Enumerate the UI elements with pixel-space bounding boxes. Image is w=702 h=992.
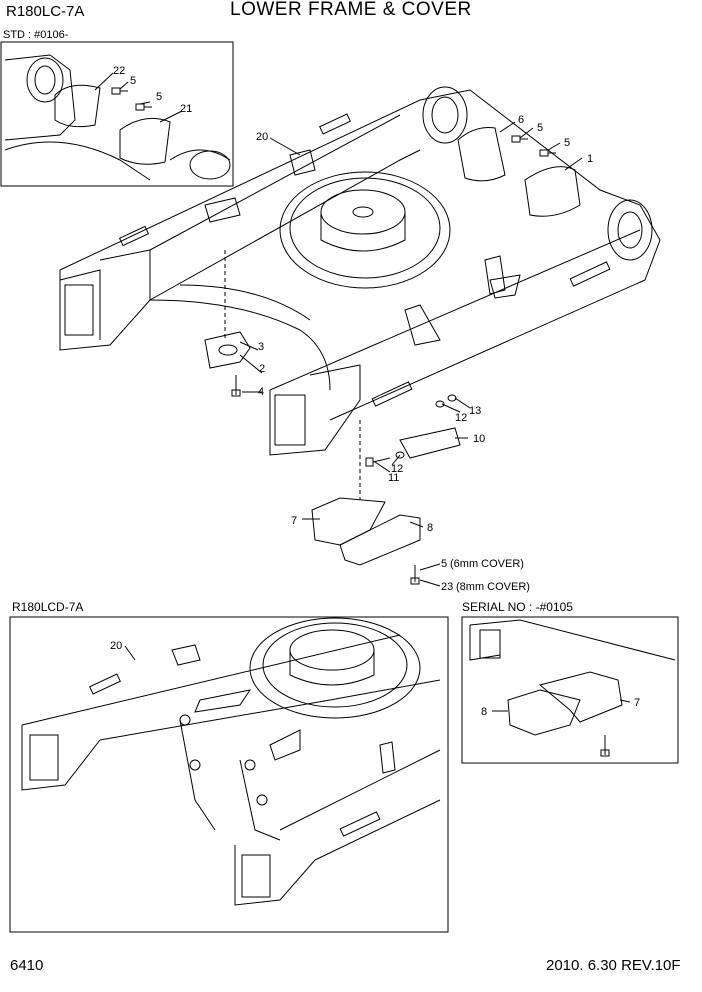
- std-inset-label: STD : #0106-: [3, 29, 69, 41]
- callout-12-a: 12: [455, 412, 467, 424]
- callout-13: 13: [469, 405, 481, 417]
- lcd-inset-drawing: [21, 617, 441, 906]
- lcd-inset-frame: [9, 616, 449, 933]
- callout-5-right-b: 5: [564, 137, 570, 149]
- serial-inset-frame: [461, 616, 679, 764]
- lcd-inset-label: R180LCD-7A: [12, 600, 84, 614]
- callout-10: 10: [473, 433, 485, 445]
- callout-12-b: 12: [391, 463, 403, 475]
- callout-22: 22: [113, 65, 125, 77]
- serial-inset-drawing: [124, 619, 676, 757]
- callout-23: 23: [441, 581, 453, 593]
- callout-8: 8: [427, 522, 433, 534]
- cover-6: [457, 127, 506, 182]
- swing-bearing: [279, 171, 451, 289]
- std-inset-drawing: [4, 54, 231, 181]
- note-6mm-cover: (6mm COVER): [450, 558, 524, 570]
- gasket-3: [204, 331, 251, 369]
- cover-22: [54, 84, 101, 128]
- main-lower-frame: [59, 86, 661, 456]
- callout-1: 1: [587, 153, 593, 165]
- bolt-group: [111, 87, 556, 585]
- callout-21: 21: [180, 103, 192, 115]
- callout-5-cover: 5: [441, 558, 447, 570]
- leader-lines: [94, 72, 583, 587]
- callout-6: 6: [518, 114, 524, 126]
- page-number: 6410: [10, 957, 44, 974]
- model-code: R180LC-7A: [6, 3, 85, 20]
- callout-5-std-a: 5: [130, 75, 136, 87]
- cover-1: [524, 166, 581, 217]
- callout-3: 3: [258, 341, 264, 353]
- callout-5-right-a: 5: [537, 122, 543, 134]
- cover-21: [119, 117, 171, 165]
- callout-11: 11: [388, 472, 399, 484]
- callout-20-lcd: 20: [110, 640, 122, 652]
- serial-inset-label: SERIAL NO : -#0105: [462, 600, 573, 614]
- serial-plate-8: [507, 689, 581, 736]
- callout-5-std-b: 5: [156, 91, 162, 103]
- callout-7: 7: [291, 515, 297, 527]
- plate-7: [311, 497, 386, 546]
- callout-2: 2: [259, 363, 265, 375]
- callout-20: 20: [256, 131, 268, 143]
- revision-date: 2010. 6.30 REV.10F: [546, 957, 681, 974]
- callout-7-serial: 7: [634, 697, 640, 709]
- callout-8-serial: 8: [481, 706, 487, 718]
- note-8mm-cover: (8mm COVER): [456, 581, 530, 593]
- bracket-10: [399, 427, 461, 459]
- std-inset-frame: [0, 41, 234, 187]
- page-title: LOWER FRAME & COVER: [230, 0, 472, 20]
- plate-8: [339, 514, 421, 566]
- serial-plate-7: [538, 671, 623, 723]
- callout-4: 4: [258, 386, 264, 398]
